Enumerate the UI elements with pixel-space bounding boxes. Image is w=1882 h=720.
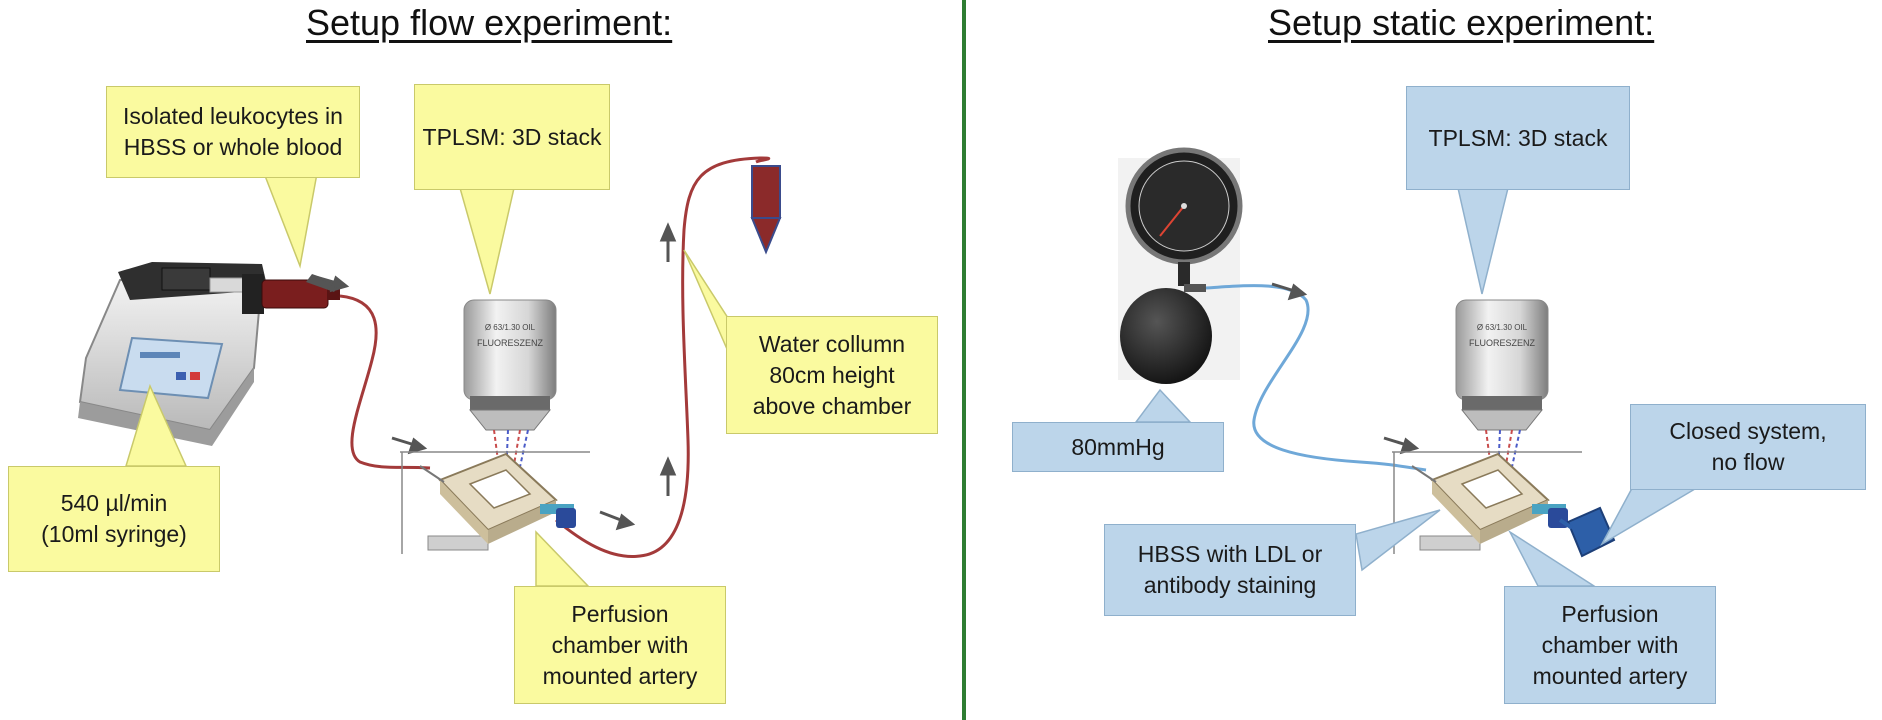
callout-tail	[535, 530, 590, 587]
flow-tplsm-callout: TPLSM: 3D stack	[414, 84, 610, 190]
closed-system-callout: Closed system, no flow	[1630, 404, 1866, 490]
callout-tail	[260, 167, 319, 269]
pressure-callout: 80mmHg	[1012, 422, 1224, 472]
static-title: Setup static experiment:	[1268, 2, 1655, 43]
flow-arrow-icon	[1271, 282, 1420, 455]
svg-text:Ø 63/1.30 OIL: Ø 63/1.30 OIL	[485, 323, 536, 332]
callout-tail	[683, 249, 731, 357]
static-tplsm-callout: TPLSM: 3D stack	[1406, 86, 1630, 190]
pressure-gauge-icon	[1118, 147, 1243, 384]
perfusion-chamber-icon	[419, 452, 576, 551]
flow-arrow-icon	[391, 436, 636, 531]
leukocytes-callout: Isolated leukocytes in HBSS or whole blo…	[106, 86, 360, 178]
objective-lens-icon: Ø 63/1.30 OIL FLUORESZENZ	[1455, 299, 1549, 431]
water-column-callout: Water collumn 80cm height above chamber	[726, 316, 938, 434]
outflow-tubing	[555, 156, 771, 559]
objective-lens-icon: Ø 63/1.30 OIL FLUORESZENZ	[463, 299, 557, 431]
static-chamber-callout: Perfusion chamber with mounted artery	[1504, 586, 1716, 704]
flow-arrow-icon	[311, 274, 350, 293]
syringe-pump-icon	[78, 262, 340, 446]
flow-rate-callout: 540 µl/min (10ml syringe)	[8, 466, 220, 572]
water-reservoir-icon	[750, 165, 782, 255]
svg-text:FLUORESZENZ: FLUORESZENZ	[1469, 338, 1536, 348]
flow-tubing	[339, 294, 431, 470]
callout-tail	[1355, 509, 1441, 572]
perfusion-chamber-icon	[1411, 452, 1568, 551]
hbss-callout: HBSS with LDL or antibody staining	[1104, 524, 1356, 616]
callout-tail	[1457, 187, 1509, 295]
section-divider	[962, 0, 966, 720]
microscope-stage	[400, 451, 590, 554]
flow-chamber-callout: Perfusion chamber with mounted artery	[514, 586, 726, 704]
up-arrow-icon	[659, 222, 677, 496]
svg-text:Ø 63/1.30 OIL: Ø 63/1.30 OIL	[1477, 323, 1528, 332]
callout-tail	[459, 187, 515, 295]
callout-tail	[1134, 388, 1192, 423]
flow-title: Setup flow experiment:	[306, 2, 673, 43]
clamp-icon	[1558, 506, 1616, 558]
svg-text:FLUORESZENZ: FLUORESZENZ	[477, 338, 544, 348]
